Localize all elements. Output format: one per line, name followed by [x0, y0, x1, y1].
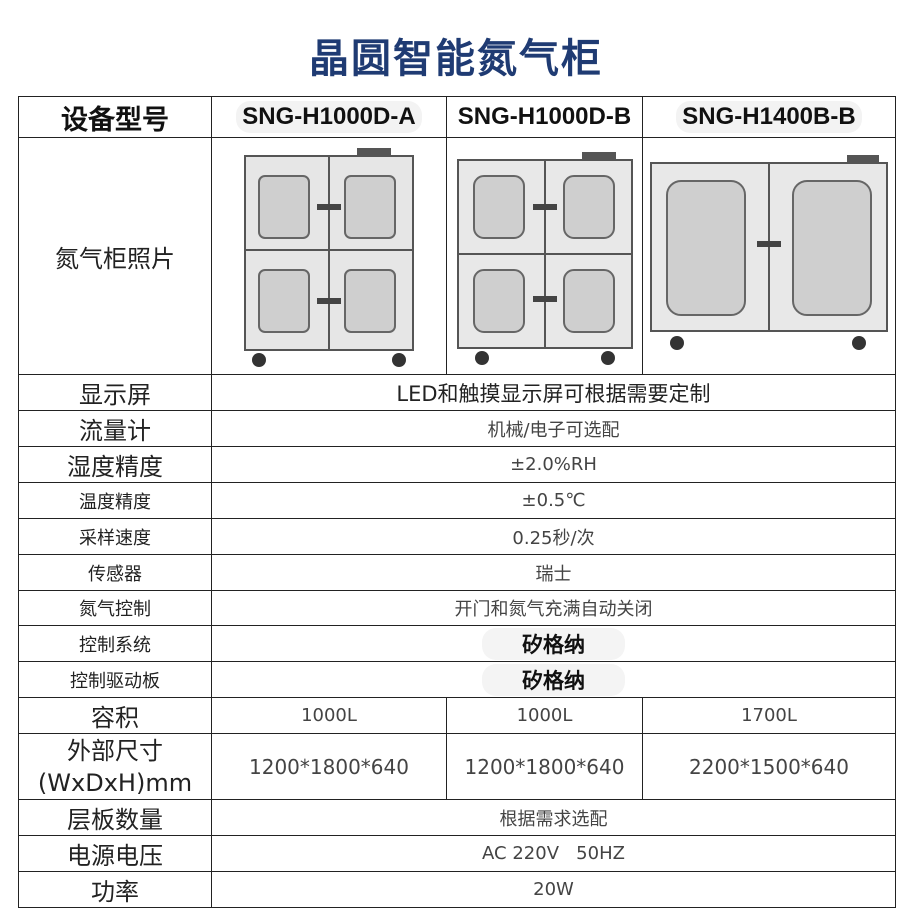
row-value: 矽格纳	[482, 627, 625, 660]
photo-label: 氮气柜照片	[55, 244, 175, 273]
cabinet-b-image	[456, 152, 633, 365]
row-flowmeter: 流量计 机械/电子可选配	[18, 410, 896, 447]
model-a: SNG-H1000D-A	[236, 101, 422, 133]
row-label: 流量计	[79, 417, 151, 445]
row-sampling: 采样速度 0.25秒/次	[18, 518, 896, 555]
row-display: 显示屏 LED和触摸显示屏可根据需要定制	[18, 374, 896, 411]
row-value: 矽格纳	[482, 663, 625, 696]
row-value: ±2.0%RH	[510, 454, 597, 475]
row-value: 机械/电子可选配	[487, 419, 620, 441]
row-label: 传感器	[88, 563, 142, 585]
page-title: 晶圆智能氮气柜	[309, 36, 603, 82]
row-value: LED和触摸显示屏可根据需要定制	[396, 381, 711, 406]
row-value: 20W	[533, 879, 574, 900]
volume-c: 1700L	[741, 705, 797, 726]
row-nitrogen: 氮气控制 开门和氮气充满自动关闭	[18, 590, 896, 626]
row-label: 功率	[91, 878, 139, 906]
row-label: 采样速度	[79, 527, 151, 549]
row-value: AC 220V 50HZ	[482, 843, 625, 864]
row-sensor: 传感器 瑞士	[18, 554, 896, 591]
row-value: 根据需求选配	[499, 808, 608, 830]
row-driver-board: 控制驱动板 矽格纳	[18, 661, 896, 698]
row-label: 层板数量	[67, 806, 163, 834]
row-humidity: 湿度精度 ±2.0%RH	[18, 446, 896, 483]
model-row: 设备型号 SNG-H1000D-A SNG-H1000D-B SNG-H1400…	[18, 96, 896, 138]
cabinet-a-image	[244, 148, 414, 367]
row-temperature: 温度精度 ±0.5℃	[18, 482, 896, 519]
row-dimensions: 外部尺寸 (WxDxH)mm 1200*1800*640 1200*1800*6…	[18, 733, 896, 800]
spec-table: 设备型号 SNG-H1000D-A SNG-H1000D-B SNG-H1400…	[18, 96, 896, 908]
model-c: SNG-H1400B-B	[676, 101, 862, 133]
model-label: 设备型号	[61, 104, 169, 136]
row-value: ±0.5℃	[521, 490, 586, 511]
row-value: 0.25秒/次	[512, 527, 595, 549]
volume-a: 1000L	[301, 705, 357, 726]
dims-b: 1200*1800*640	[464, 754, 625, 779]
row-label: 氮气控制	[79, 599, 151, 620]
dims-a: 1200*1800*640	[249, 754, 409, 779]
dims-label-line2: (WxDxH)mm	[37, 768, 193, 797]
row-voltage: 电源电压 AC 220V 50HZ	[18, 835, 896, 872]
dims-label-line1: 外部尺寸	[67, 736, 163, 765]
photo-row: 氮气柜照片	[18, 137, 896, 375]
row-value: 瑞士	[535, 563, 572, 585]
row-shelves: 层板数量 根据需求选配	[18, 799, 896, 836]
row-label: 控制驱动板	[70, 670, 160, 692]
row-label: 容积	[91, 704, 139, 732]
dims-c: 2200*1500*640	[689, 754, 849, 779]
row-label: 湿度精度	[67, 453, 163, 481]
row-control-system: 控制系统 矽格纳	[18, 625, 896, 662]
model-b: SNG-H1000D-B	[457, 103, 632, 130]
row-value: 开门和氮气充满自动关闭	[454, 599, 653, 620]
row-label: 显示屏	[79, 381, 151, 409]
row-label: 温度精度	[79, 491, 151, 513]
volume-b: 1000L	[516, 705, 573, 726]
row-label: 电源电压	[67, 842, 163, 870]
model-label-cell: 设备型号	[18, 96, 212, 138]
row-power: 功率 20W	[18, 871, 896, 908]
cabinet-c-image	[650, 155, 888, 350]
row-volume: 容积 1000L 1000L 1700L	[18, 697, 896, 734]
row-label: 控制系统	[79, 634, 151, 656]
